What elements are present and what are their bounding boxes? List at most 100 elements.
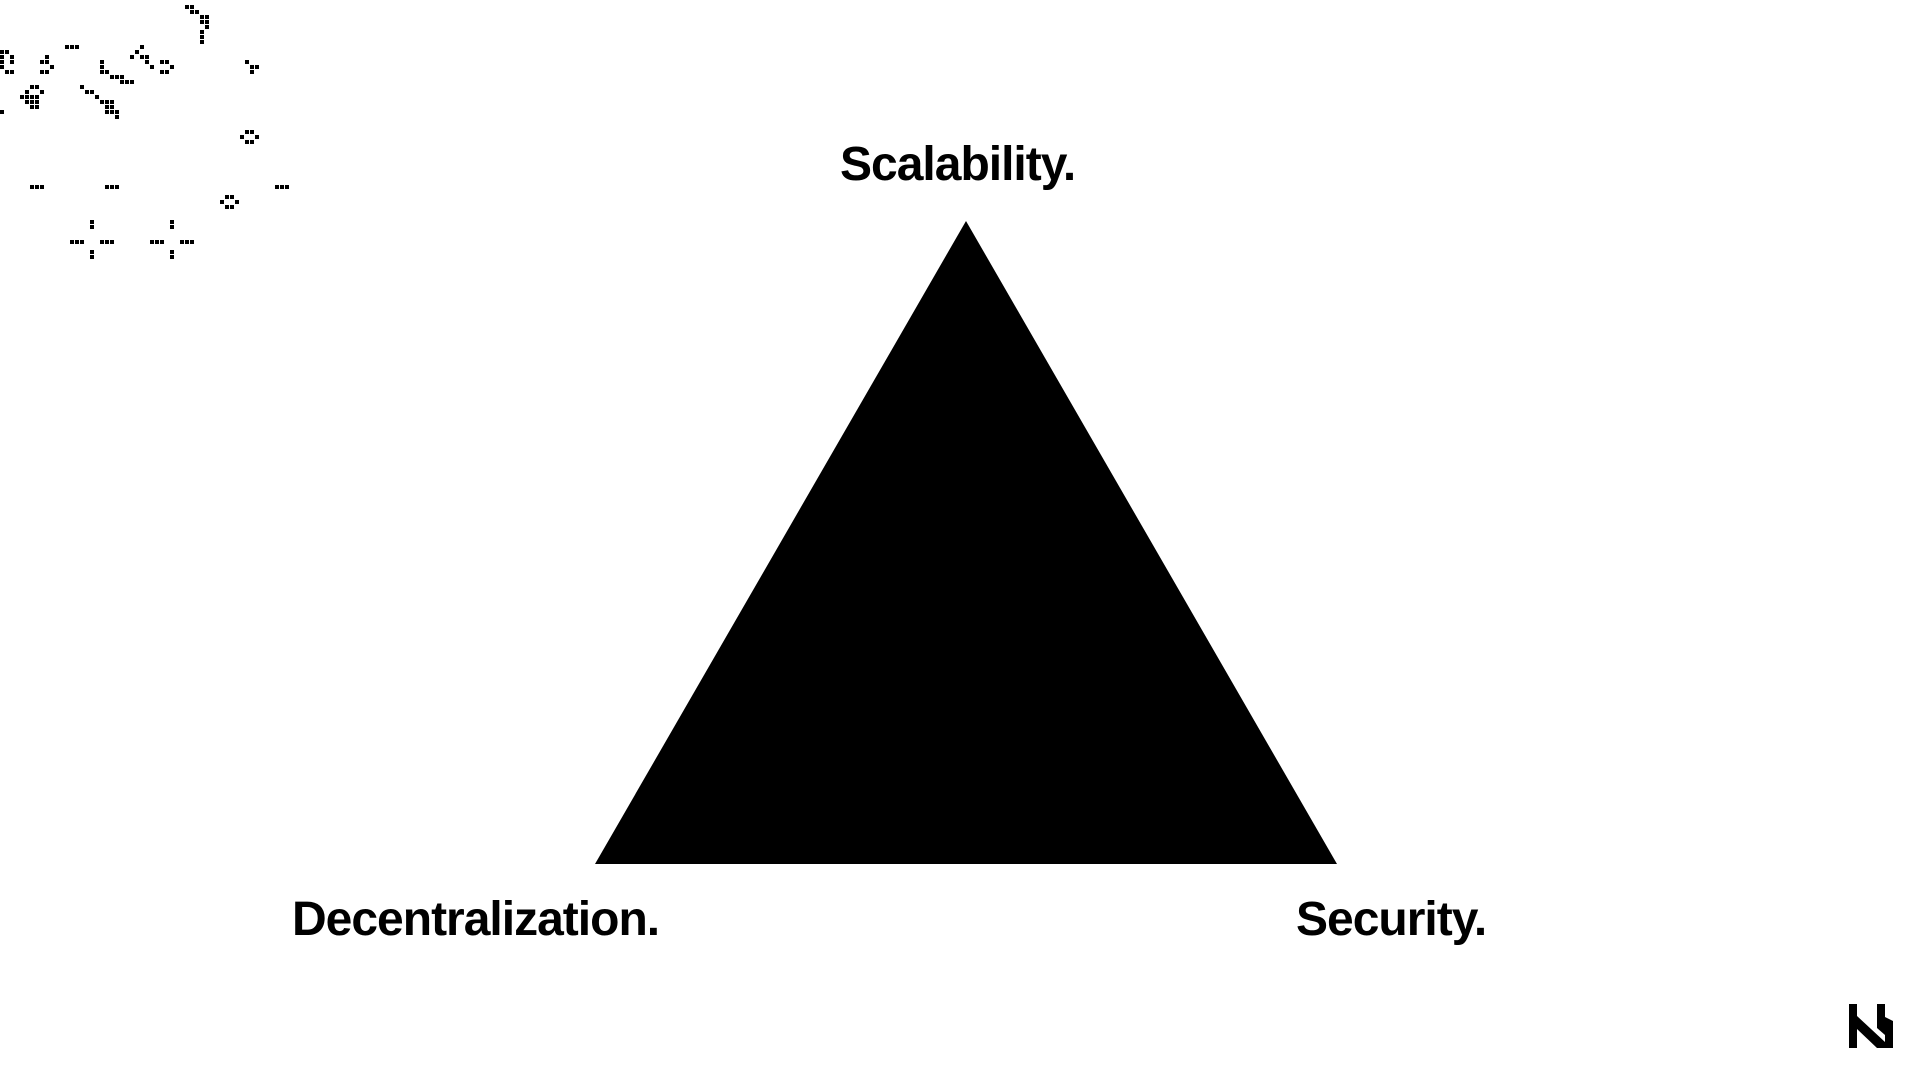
pixel-cell xyxy=(145,60,149,64)
pixel-cell xyxy=(30,105,34,109)
pixel-cell xyxy=(70,45,74,49)
pixel-cell xyxy=(10,60,14,64)
pixel-cell xyxy=(275,185,279,189)
pixel-cell xyxy=(115,110,119,114)
n-logo-icon xyxy=(1849,1004,1893,1048)
pixel-cell xyxy=(110,110,114,114)
pixel-cell xyxy=(35,85,39,89)
pixel-cell xyxy=(145,55,149,59)
pixel-cell xyxy=(155,240,159,244)
pixel-cell xyxy=(190,10,194,14)
pixel-cell xyxy=(0,55,4,59)
pixel-cell xyxy=(200,15,204,19)
pixel-cell xyxy=(205,15,209,19)
pixel-cell xyxy=(10,55,14,59)
pixel-cell xyxy=(75,240,79,244)
pixel-cell xyxy=(45,70,49,74)
pixel-cell xyxy=(10,70,14,74)
pixel-cell xyxy=(5,70,9,74)
pixel-cell xyxy=(150,65,154,69)
pixel-cell xyxy=(225,205,229,209)
pixel-cell xyxy=(240,135,244,139)
pixel-cell xyxy=(120,75,124,79)
pixel-cell xyxy=(45,55,49,59)
triangle-shape xyxy=(595,221,1337,864)
pixel-cell xyxy=(185,240,189,244)
pixel-cell xyxy=(45,60,49,64)
pixel-cell xyxy=(110,75,114,79)
pixel-cell xyxy=(135,50,139,54)
pixel-cell xyxy=(170,220,174,224)
pixel-cell xyxy=(170,250,174,254)
pixel-cell xyxy=(205,20,209,24)
pixel-cell xyxy=(200,35,204,39)
pixel-cell xyxy=(80,85,84,89)
pixel-cell xyxy=(30,185,34,189)
pixel-cell xyxy=(285,185,289,189)
pixel-cell xyxy=(35,100,39,104)
pixel-cell xyxy=(25,100,29,104)
pixel-cell xyxy=(75,45,79,49)
pixel-cell xyxy=(0,60,4,64)
pixel-cell xyxy=(110,100,114,104)
pixel-cell xyxy=(120,80,124,84)
pixel-cell xyxy=(140,45,144,49)
pixel-cell xyxy=(100,70,104,74)
pixel-cell xyxy=(90,90,94,94)
pixel-cell xyxy=(65,45,69,49)
pixel-cell xyxy=(150,240,154,244)
pixel-cell xyxy=(100,60,104,64)
pixel-cell xyxy=(250,140,254,144)
pixel-cell xyxy=(100,65,104,69)
pixel-cell xyxy=(40,60,44,64)
pixel-cell xyxy=(105,100,109,104)
pixel-cell xyxy=(100,100,104,104)
pixel-cell xyxy=(30,95,34,99)
pixel-cell xyxy=(0,65,4,69)
pixel-cell xyxy=(90,225,94,229)
pixel-cell xyxy=(200,30,204,34)
pixel-cell xyxy=(170,65,174,69)
pixel-cell xyxy=(130,80,134,84)
pixel-cell xyxy=(70,240,74,244)
pixel-cell xyxy=(255,135,259,139)
pixel-cell xyxy=(90,250,94,254)
pixel-cell xyxy=(190,5,194,9)
pixel-cell xyxy=(30,85,34,89)
pixel-cell xyxy=(85,90,89,94)
pixel-cell xyxy=(250,70,254,74)
label-scalability: Scalability. xyxy=(840,138,1076,191)
pixel-cell xyxy=(30,100,34,104)
pixel-cell xyxy=(130,55,134,59)
pixel-cell xyxy=(225,195,229,199)
pixel-cell xyxy=(105,185,109,189)
pixel-cell xyxy=(40,185,44,189)
pixel-cell xyxy=(160,60,164,64)
pixel-cell xyxy=(170,255,174,259)
pixel-pattern-decoration xyxy=(0,5,289,259)
pixel-cell xyxy=(160,70,164,74)
pixel-cell xyxy=(100,240,104,244)
pixel-cell xyxy=(245,130,249,134)
pixel-cell xyxy=(235,200,239,204)
pixel-cell xyxy=(200,40,204,44)
pixel-cell xyxy=(250,65,254,69)
pixel-cell xyxy=(40,90,44,94)
pixel-cell xyxy=(180,240,184,244)
pixel-cell xyxy=(90,255,94,259)
pixel-cell xyxy=(105,240,109,244)
pixel-cell xyxy=(185,5,189,9)
pixel-cell xyxy=(115,185,119,189)
pixel-cell xyxy=(115,75,119,79)
pixel-cell xyxy=(160,240,164,244)
pixel-cell xyxy=(95,95,99,99)
pixel-cell xyxy=(140,55,144,59)
pixel-cell xyxy=(115,115,119,119)
pixel-cell xyxy=(255,65,259,69)
pixel-cell xyxy=(170,225,174,229)
pixel-cell xyxy=(50,65,54,69)
label-security: Security. xyxy=(1296,893,1487,946)
pixel-cell xyxy=(0,50,4,54)
